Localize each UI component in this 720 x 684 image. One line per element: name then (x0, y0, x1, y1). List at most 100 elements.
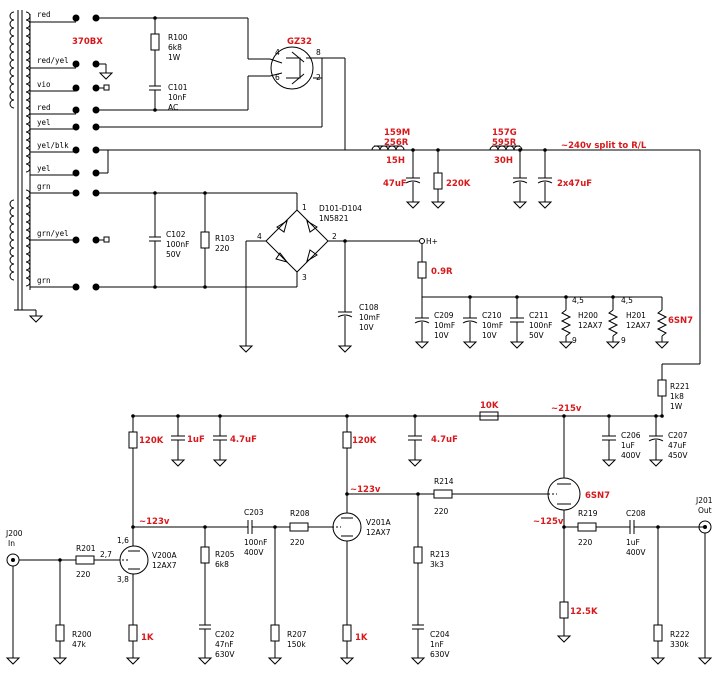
r222-ref: R222 (670, 630, 690, 639)
hplus-terminal (419, 238, 425, 244)
v123-b-label: ~123v (350, 485, 381, 495)
r201-value: 220 (76, 570, 91, 579)
c101-value: 10nF (168, 93, 187, 102)
v200a-tube: 12AX7 (152, 561, 177, 570)
c203-value: 100nF (244, 538, 267, 547)
bridge-part: 1N5821 (319, 214, 349, 223)
r100-rating: 1W (168, 53, 181, 62)
c203-rating: 400V (244, 548, 264, 557)
choke2-inductance: 30H (494, 156, 513, 166)
6sn7-tube-label: 6SN7 (585, 491, 610, 501)
r214-ref: R214 (434, 477, 454, 486)
c202-rating: 630V (215, 650, 235, 659)
bridge-rectifier (265, 209, 329, 273)
j200-label: In (8, 539, 15, 548)
c101-ref: C101 (168, 83, 188, 92)
r100-ref: R100 (168, 33, 188, 42)
c202-value: 47nF (215, 640, 234, 649)
r221-value: 1k8 (670, 392, 684, 401)
r103-ref: R103 (215, 234, 235, 243)
b-plus-supply: 159M 256R 15H 157G 595R 30H 47uF 220K 2x… (96, 128, 701, 364)
choke1-inductance: 15H (386, 156, 405, 166)
bridge-pin: 4 (257, 232, 262, 241)
r205-value: 6k8 (215, 560, 229, 569)
c102-rating: 50V (166, 250, 182, 259)
c208-rating: 400V (626, 548, 646, 557)
h200-pin: 9 (572, 336, 577, 345)
r1k-b-label: 1K (355, 633, 368, 643)
c211-ref: C211 (529, 311, 549, 320)
r221-ref: R221 (670, 382, 690, 391)
v201a-ref: V201A (366, 518, 391, 527)
6sn7-heater-label: 6SN7 (668, 316, 693, 326)
tap-label: grn (37, 276, 51, 285)
h200-pins: 4,5 (572, 296, 584, 305)
c206-value: 1uF (621, 441, 635, 450)
c204-rating: 630V (430, 650, 450, 659)
r200-ref: R200 (72, 630, 92, 639)
second-stage: V201A 12AX7 120K ~123v 1K 4.7uF R214 220 (332, 414, 548, 665)
gz32-pin: 6 (275, 73, 280, 82)
bridge-pin: 1 (302, 203, 307, 212)
r207-ref: R207 (287, 630, 307, 639)
r214-value: 220 (434, 507, 449, 516)
c208-ref: C208 (626, 509, 646, 518)
r208-value: 220 (290, 538, 305, 547)
c207-rating: 450V (668, 451, 688, 460)
choke1-model: 159M (384, 128, 410, 138)
r213-value: 3k3 (430, 560, 444, 569)
c209-value: 10mF (434, 321, 455, 330)
c207-ref: C207 (668, 431, 688, 440)
r12k5-label: 12.5K (570, 607, 598, 617)
c207-value: 47uF (668, 441, 687, 450)
r207-value: 150k (287, 640, 306, 649)
c206-rating: 400V (621, 451, 641, 460)
h201-pin: 9 (621, 336, 626, 345)
choke2-model: 157G (492, 128, 517, 138)
r222-value: 330k (670, 640, 689, 649)
gz32-circuit: R100 6k8 1W C101 10nF AC GZ32 4 8 6 2 (96, 16, 346, 150)
r103-value: 220 (215, 244, 230, 253)
bridge-ref: D101-D104 (319, 204, 362, 213)
r220k-label: 220K (446, 179, 471, 189)
r213-ref: R213 (430, 550, 450, 559)
tap-label: grn/yel (37, 229, 69, 238)
r221-rating: 1W (670, 402, 683, 411)
tap-label: yel (37, 118, 51, 127)
c108-value: 10mF (359, 313, 380, 322)
tap-label: vio (37, 80, 51, 89)
h201-ref: H201 (626, 311, 646, 320)
j200-ref: J200 (5, 529, 23, 538)
output-stage: 6SN7 ~125v R219 220 C208 1uF 400V 12.5K … (533, 416, 713, 665)
h200-tube: 12AX7 (578, 321, 603, 330)
tap-label: red/yel (37, 56, 69, 65)
bridge-pin: 2 (332, 232, 337, 241)
c209-ref: C209 (434, 311, 454, 320)
split-note: ~240v split to R/L (561, 141, 647, 151)
r1k-a-label: 1K (141, 633, 154, 643)
gz32-pin: 8 (316, 48, 321, 57)
choke2-resistance: 595R (492, 138, 517, 148)
v125-label: ~125v (533, 517, 564, 527)
hplus-label: H+ (426, 237, 438, 246)
r120k-a-label: 120K (139, 436, 164, 446)
c206-ref: C206 (621, 431, 641, 440)
c47-label: 47uF (383, 179, 407, 189)
v201a-tube-type: 12AX7 (366, 528, 391, 537)
tap-label: yel/blk (37, 141, 69, 150)
r201-ref: R201 (76, 544, 96, 553)
c1uf-label: 1uF (187, 435, 205, 445)
r100-resistor (150, 33, 160, 51)
v200a-pins: 1,6 (117, 536, 129, 545)
v200a-pins: 3,8 (117, 575, 129, 584)
r09-label: 0.9R (431, 267, 453, 277)
c210-value: 10mF (482, 321, 503, 330)
choke1-resistance: 256R (384, 138, 409, 148)
c208-value: 1uF (626, 538, 640, 547)
r10k-label: 10K (480, 401, 499, 411)
v215-label: ~215v (551, 404, 582, 414)
v200a-tube (119, 545, 149, 575)
c102-ref: C102 (166, 230, 186, 239)
r219-ref: R219 (578, 509, 598, 518)
